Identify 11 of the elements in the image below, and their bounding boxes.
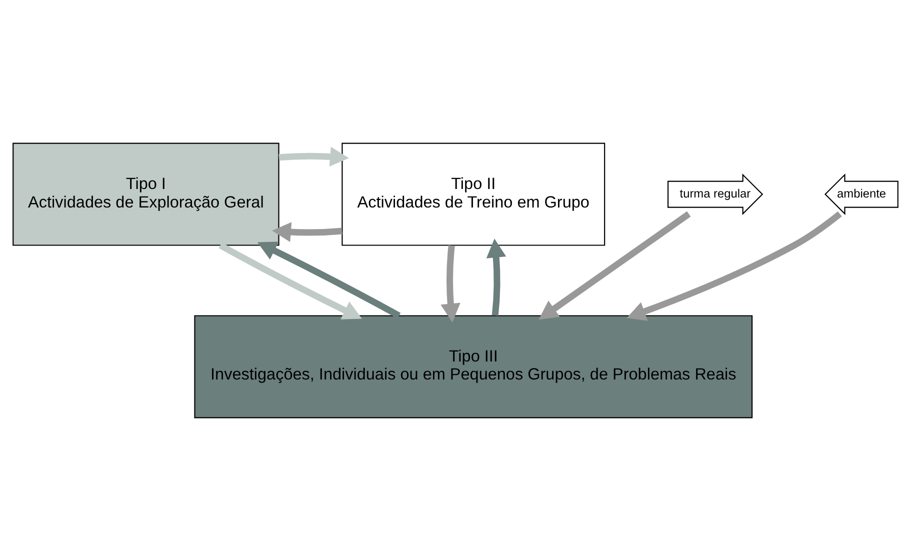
arrow [626, 210, 842, 320]
arrow [257, 241, 401, 318]
arrow [218, 242, 362, 319]
arrow [440, 244, 460, 322]
node-box: Tipo I Actividades de Exploração Geral [12, 142, 280, 246]
arrow [486, 238, 506, 316]
arrow [278, 146, 349, 166]
arrow [272, 222, 342, 242]
arrow [538, 210, 691, 320]
node-box: Tipo II Actividades de Treino em Grupo [342, 142, 606, 246]
node-box: Tipo III Investigações, Individuais ou em Pequenos Grupos, de Problemas Reais [194, 314, 753, 418]
